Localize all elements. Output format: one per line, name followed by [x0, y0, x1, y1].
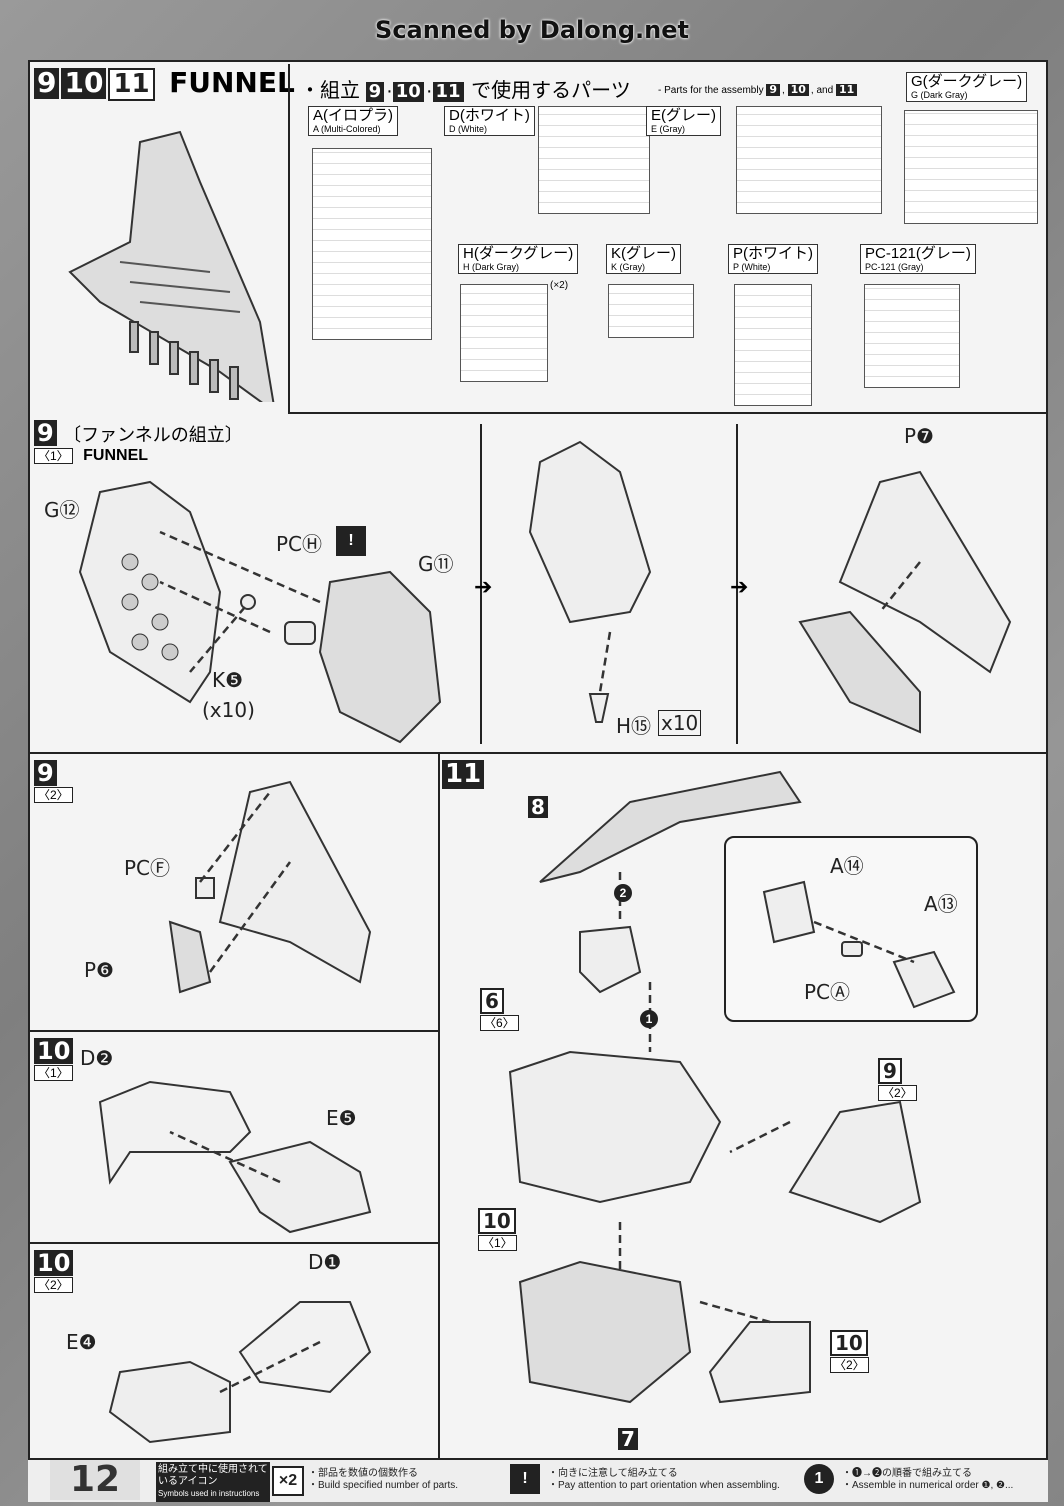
part-label-a13: A⑬	[924, 892, 958, 916]
multiply-icon: ×2	[272, 1466, 304, 1496]
part-label-d2: D❷	[80, 1046, 114, 1070]
symbol-desc-caution: ・向きに注意して組み立てる・Pay attention to part orie…	[548, 1468, 780, 1491]
part-label-a14: A⑭	[830, 854, 864, 878]
parts-panel	[288, 64, 1046, 414]
symbol-desc-multiply: ・部品を数値の個数作る・Build specified number of pa…	[308, 1468, 459, 1491]
runner-h	[460, 284, 548, 382]
arrow-next-icon: ➔	[730, 574, 749, 599]
step-10-2-panel	[30, 1244, 440, 1458]
inset-diagram	[762, 880, 956, 1009]
runner-label-pc121: PC-121(グレー)PC-121 (Gray)	[860, 244, 976, 275]
part-label-pcf: PCⒻ	[124, 856, 171, 880]
step-10-1-diagram	[98, 1080, 372, 1234]
step-11-part-10-1: 10〈1〉	[478, 1208, 518, 1252]
step-9-1-panel	[30, 414, 1046, 754]
symbol-desc-order: ・❶→❷の順番で組み立てる・Assemble in numerical orde…	[842, 1468, 1014, 1491]
part-label-p7: P❼	[904, 424, 934, 448]
runner-k	[608, 284, 694, 338]
header-step-11: 11	[108, 68, 155, 101]
order-icon: 1	[804, 1464, 834, 1494]
part-label-k5: K❺	[212, 668, 244, 692]
divider	[480, 424, 482, 744]
runner-label-k: K(グレー)K (Gray)	[606, 244, 681, 275]
runner-pc121	[864, 284, 960, 388]
step-11-part-6: 6〈6〉	[480, 988, 519, 1032]
order-1-badge: 1	[640, 1010, 658, 1028]
step-9-1-result-diagram	[798, 470, 1012, 734]
runner-label-g: G(ダークグレー)G (Dark Gray)	[906, 72, 1028, 103]
runner-label-p: P(ホワイト)P (White)	[728, 244, 818, 275]
part-count-x10: (x10)	[202, 698, 255, 722]
runner-p	[734, 284, 812, 406]
part-label-p6: P❻	[84, 958, 114, 982]
step-9-1-header: 9 〔ファンネルの組立〕 〈1〉 FUNNEL	[34, 420, 243, 465]
parts-heading-en: - Parts for the assembly 9, 10, and 11	[658, 83, 859, 97]
runner-label-a: A(イロプラ)A (Multi-Colored)	[308, 106, 398, 137]
runner-label-e: E(グレー)E (Gray)	[646, 106, 721, 137]
runner-g	[904, 110, 1038, 224]
page-number: 12	[50, 1460, 140, 1500]
step-11-part-9-2: 9〈2〉	[878, 1058, 917, 1102]
step-11-diagram	[508, 770, 922, 1404]
step-10-2-diagram	[108, 1301, 372, 1444]
step-11-header: 11	[442, 760, 486, 789]
scan-watermark: Scanned by Dalong.net	[375, 16, 689, 44]
step-10-1-panel	[30, 1032, 440, 1244]
runner-a	[312, 148, 432, 340]
step-11-part-10-2: 10〈2〉	[830, 1330, 870, 1374]
part-label-d1: D❶	[308, 1250, 342, 1274]
step-11-part-7: 7	[618, 1428, 640, 1451]
step-9-2-header: 9〈2〉	[34, 760, 73, 804]
step-9-2-panel	[30, 754, 440, 1032]
part-count-x10: x10	[658, 710, 702, 736]
arrow-next-icon: ➔	[474, 574, 493, 599]
runner-d	[538, 106, 650, 214]
parts-heading: ・組立 9·10·11 で使用するパーツ	[300, 80, 631, 102]
step-10-2-header: 10〈2〉	[34, 1250, 75, 1294]
header-step-9: 9	[34, 67, 60, 99]
runner-label-d: D(ホワイト)D (White)	[444, 106, 535, 137]
step-9-1-intermediate-diagram	[528, 440, 652, 723]
order-2-badge: 2	[614, 884, 632, 902]
header-step-10: 10	[61, 67, 107, 99]
caution-icon: !	[336, 526, 366, 556]
section-title: FUNNEL	[169, 66, 295, 99]
step-9-1-diagram	[78, 480, 442, 744]
step-11-part-8: 8	[528, 796, 550, 819]
part-label-e5: E❺	[326, 1106, 357, 1130]
part-label-e4: E❹	[66, 1330, 97, 1354]
step-9-2-diagram	[168, 780, 372, 994]
part-label-pch: PCⒽ	[276, 532, 323, 556]
part-label-g11: G⑪	[418, 552, 454, 576]
divider	[736, 424, 738, 744]
caution-icon: !	[510, 1464, 540, 1494]
runner-e	[736, 106, 882, 214]
part-label-pca: PCⒶ	[804, 980, 851, 1004]
part-label-g12: G⑫	[44, 498, 80, 522]
funnel-illustration	[68, 130, 275, 402]
runner-label-h: H(ダークグレー)H (Dark Gray)	[458, 244, 579, 275]
part-label-h15: H⑮	[616, 714, 652, 738]
step-10-1-header: 10〈1〉	[34, 1038, 75, 1082]
runner-h-multiplier: (×2)	[550, 280, 569, 291]
